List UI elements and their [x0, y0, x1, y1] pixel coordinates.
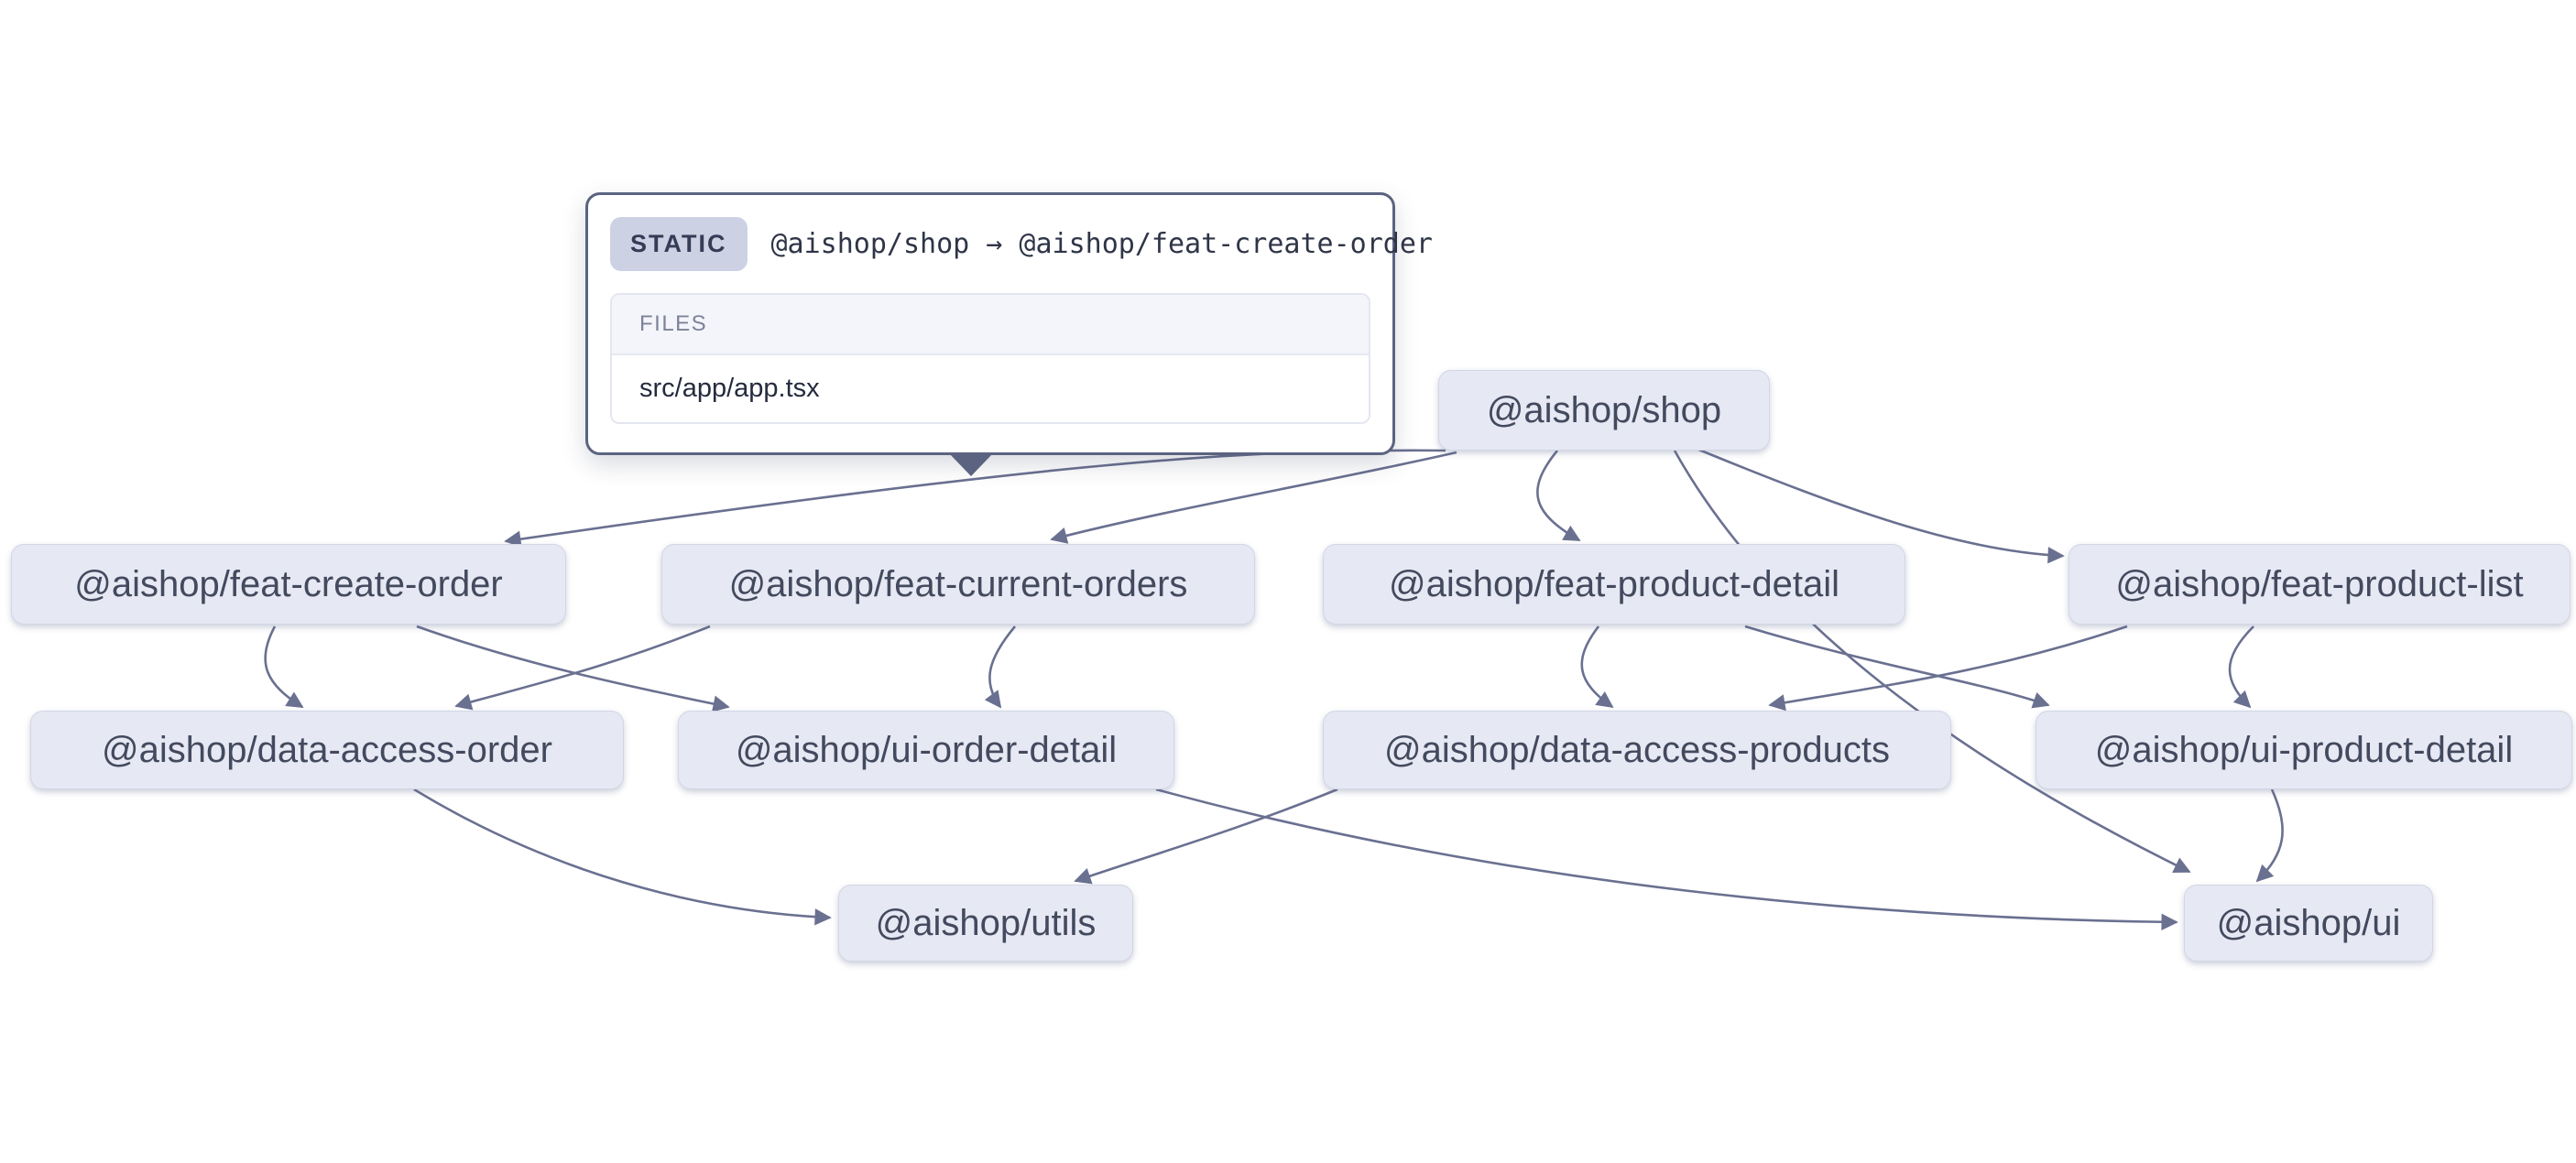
node-ui-product-detail[interactable]: @aishop/ui-product-detail [2036, 711, 2572, 789]
edge-data-access-order-utils[interactable] [413, 788, 832, 926]
tooltip-files-box: FILES src/app/app.tsx [610, 293, 1370, 424]
edge-ui-product-detail-ui[interactable] [2255, 788, 2284, 883]
tooltip-file-row: src/app/app.tsx [612, 355, 1369, 422]
edge-ui-order-detail-ui[interactable] [1155, 788, 2178, 930]
tooltip-files-header: FILES [612, 295, 1369, 355]
tooltip-caret [949, 453, 993, 476]
edge-shop-feat-current-orders[interactable] [1050, 451, 1457, 544]
edge-feat-create-order-data-access-order[interactable] [264, 625, 304, 709]
edge-feat-create-order-ui-order-detail[interactable] [416, 625, 730, 712]
node-feat-current-orders[interactable]: @aishop/feat-current-orders [661, 544, 1255, 625]
edge-feat-product-detail-data-access-products[interactable] [1580, 625, 1614, 709]
tooltip-header: STATIC @aishop/shop → @aishop/feat-creat… [610, 217, 1433, 271]
node-feat-create-order[interactable]: @aishop/feat-create-order [11, 544, 566, 625]
node-data-access-order[interactable]: @aishop/data-access-order [30, 711, 624, 789]
edge-tooltip: STATIC @aishop/shop → @aishop/feat-creat… [585, 192, 1433, 455]
edges-group [264, 447, 2284, 930]
node-utils[interactable]: @aishop/utils [838, 885, 1133, 962]
node-ui[interactable]: @aishop/ui [2184, 885, 2433, 962]
edge-shop-feat-product-list[interactable] [1696, 447, 2065, 564]
node-ui-order-detail[interactable]: @aishop/ui-order-detail [678, 711, 1174, 789]
edge-feat-product-detail-ui-product-detail[interactable] [1744, 625, 2050, 709]
edge-feat-product-list-ui-product-detail[interactable] [2228, 625, 2254, 709]
edge-data-access-products-utils[interactable] [1074, 788, 1338, 885]
node-feat-product-list[interactable]: @aishop/feat-product-list [2068, 544, 2571, 625]
edge-feat-current-orders-ui-order-detail[interactable] [984, 625, 1016, 709]
node-feat-product-detail[interactable]: @aishop/feat-product-detail [1323, 544, 1905, 625]
edge-feat-product-list-data-access-products[interactable] [1768, 625, 2128, 712]
dependency-type-badge: STATIC [610, 217, 748, 271]
tooltip-files-list: src/app/app.tsx [612, 355, 1369, 422]
dependency-relation-text: @aishop/shop → @aishop/feat-create-order [770, 228, 1433, 260]
edge-feat-current-orders-data-access-order[interactable] [454, 625, 711, 711]
edge-shop-ui[interactable] [1673, 450, 2191, 874]
node-shop[interactable]: @aishop/shop [1438, 370, 1770, 451]
node-data-access-products[interactable]: @aishop/data-access-products [1323, 711, 1951, 789]
edge-shop-feat-product-detail[interactable] [1536, 450, 1581, 542]
